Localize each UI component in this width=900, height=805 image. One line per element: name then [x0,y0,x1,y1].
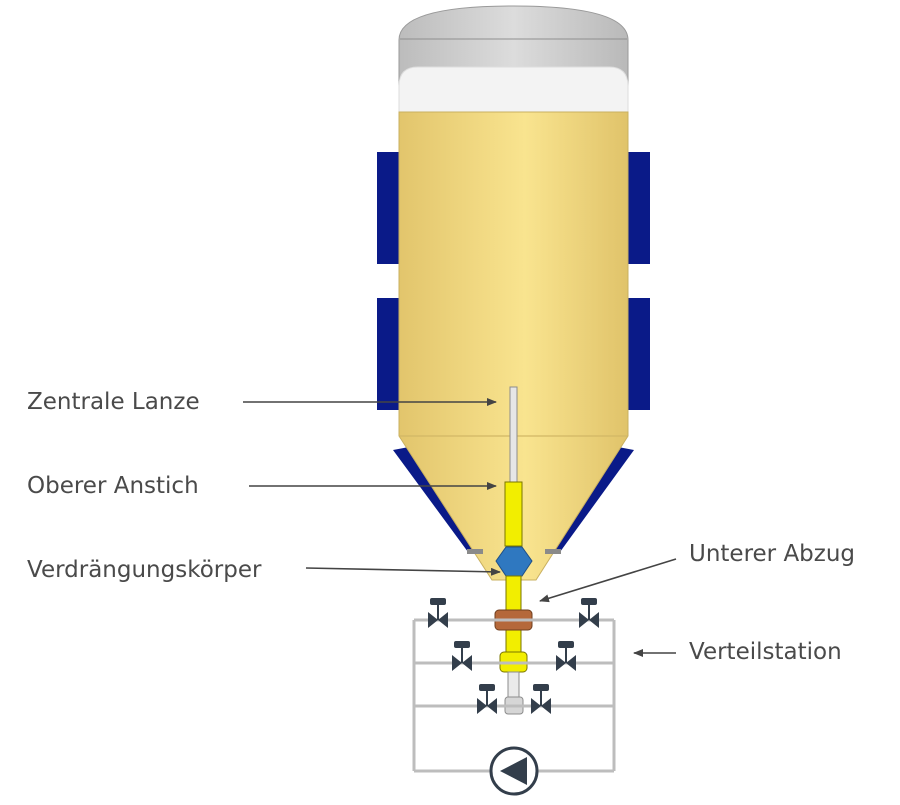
label-upper-tap: Oberer Anstich [27,473,199,499]
label-central-lance: Zentrale Lanze [27,389,200,415]
heater-pad-left-lower [377,298,399,410]
heater-pad-left-upper [377,152,399,264]
silo-band [398,66,629,113]
valve-icon [579,598,599,628]
valve-icon [428,598,448,628]
central-lance [509,386,518,484]
pointer-displacement-body [305,567,501,576]
valve-icon [531,684,551,714]
pointers [243,398,677,657]
valve-icon [556,641,576,671]
coupling-stem [507,671,520,699]
pump-icon [489,746,539,796]
label-lower-outlet: Unterer Abzug [689,541,856,567]
cone-flange-left [467,549,483,554]
pointer-lower-outlet [539,558,677,603]
cone-flange-right [545,549,561,554]
valves [428,598,599,714]
valve-icon [452,641,472,671]
label-distribution-station: Verteilstation [689,639,842,665]
upper-tap-tube [504,481,523,547]
label-displacement-body: Verdrängungskörper [27,557,262,583]
heater-pad-right-lower [628,298,650,410]
heater-pad-right-upper [628,152,650,264]
valve-icon [477,684,497,714]
